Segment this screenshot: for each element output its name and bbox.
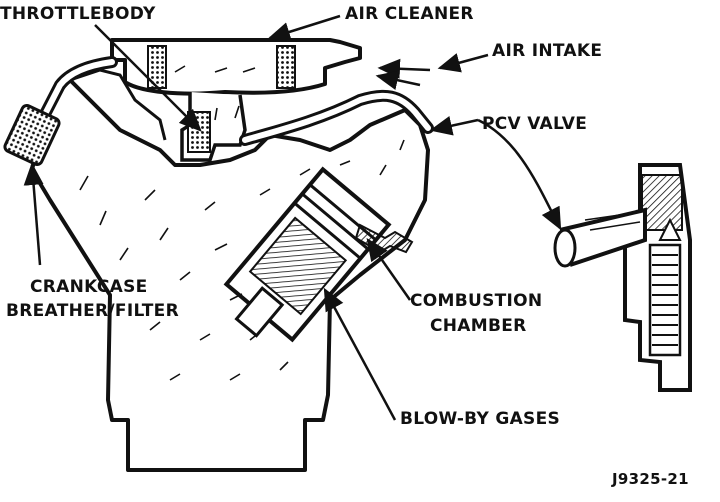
figure-id: J9325-21 — [612, 470, 689, 488]
air-cleaner-housing — [110, 38, 362, 96]
label-combustion: COMBUSTION — [410, 291, 543, 311]
crankcase-breather-filter — [3, 104, 61, 166]
label-throttlebody: THROTTLEBODY — [0, 4, 156, 24]
label-breather-filter: BREATHER/FILTER — [6, 301, 179, 321]
left-head-outline — [69, 68, 167, 141]
label-chamber: CHAMBER — [430, 316, 527, 336]
air-cleaner-filter-right — [276, 45, 296, 89]
blow-by-flow-arrows — [79, 65, 405, 381]
label-blow-by-gases: BLOW-BY GASES — [400, 409, 561, 429]
piston-assembly — [223, 166, 392, 343]
label-crankcase: CRANKCASE — [30, 277, 148, 297]
throttle-body-injector — [187, 111, 211, 153]
label-air-intake: AIR INTAKE — [492, 41, 603, 61]
label-pcv-valve: PCV VALVE — [482, 114, 588, 134]
air-intake-arrows — [375, 58, 431, 90]
leader-lines — [23, 14, 562, 421]
label-air-cleaner: AIR CLEANER — [345, 4, 474, 24]
pcv-valve-detail — [553, 163, 692, 392]
